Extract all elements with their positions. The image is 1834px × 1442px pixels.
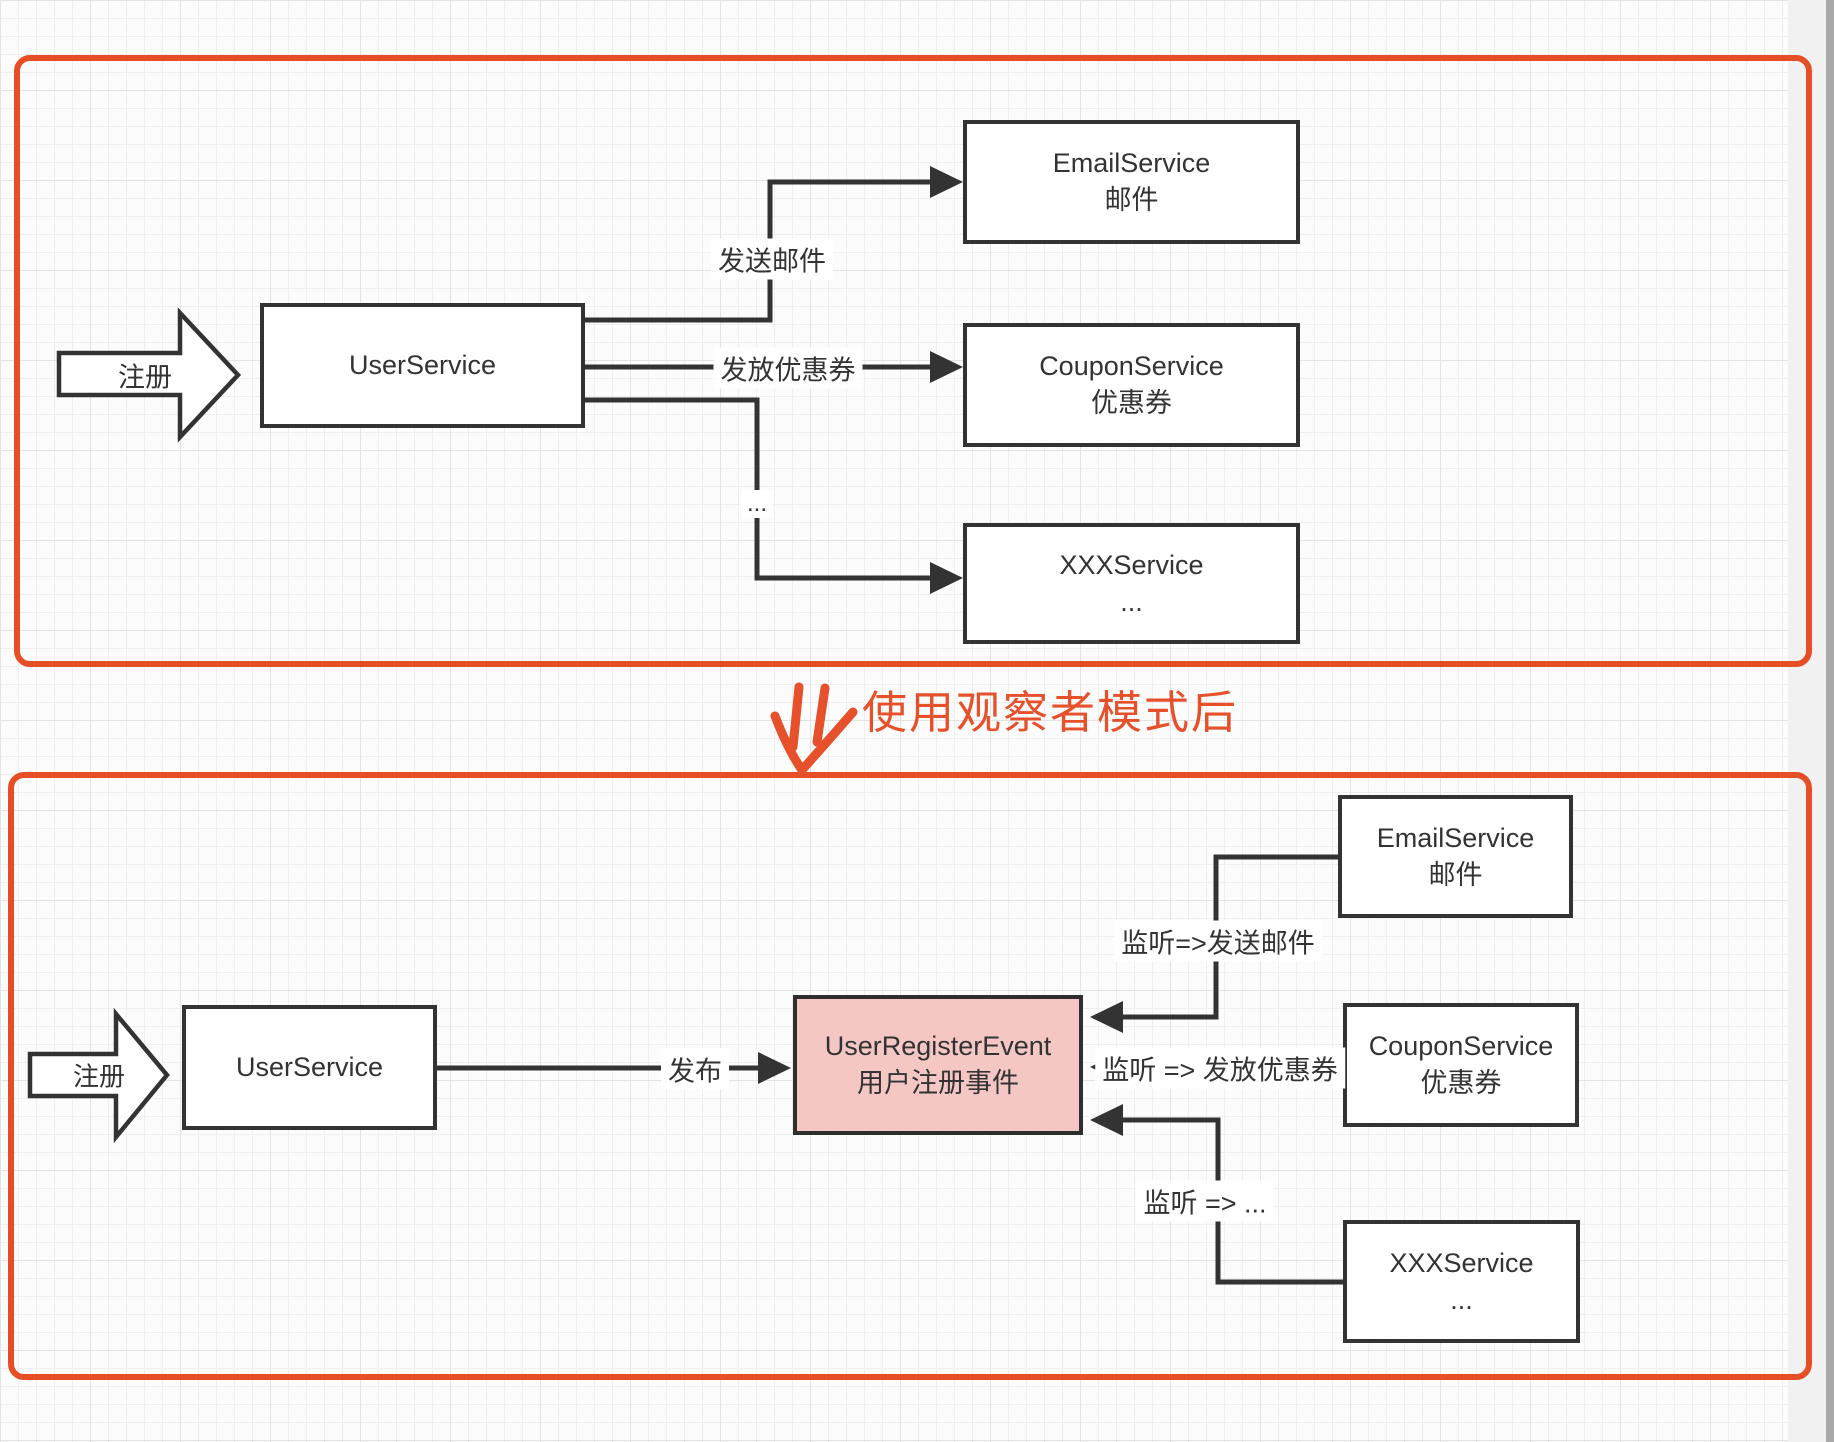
register-block-arrow-bottom[interactable] bbox=[27, 1007, 170, 1144]
arrowhead-publish bbox=[758, 1052, 791, 1084]
arrowhead-xxx-top bbox=[930, 562, 963, 594]
edge-user-to-xxx bbox=[585, 397, 932, 581]
edge-label-listen-coupon: 监听 => 发放优惠券 bbox=[1095, 1047, 1345, 1089]
coupon-service-name-bottom: CouponService bbox=[1368, 1031, 1554, 1061]
arrowhead-coupon-top bbox=[930, 351, 963, 383]
email-service-subtitle-top: 邮件 bbox=[1104, 185, 1159, 215]
coupon-service-subtitle-top: 优惠券 bbox=[1091, 388, 1172, 418]
after-observer-panel bbox=[8, 772, 1812, 1380]
edge-label-publish: 发布 bbox=[661, 1048, 729, 1090]
coupon-service-name-top: CouponService bbox=[1039, 351, 1224, 381]
edge-label-listen-more: 监听 => ... bbox=[1136, 1180, 1274, 1222]
xxx-service-subtitle-top: ... bbox=[1120, 586, 1143, 617]
xxx-service-name-bottom: XXXService bbox=[1389, 1247, 1534, 1278]
email-service-node-top[interactable]: EmailService 邮件 bbox=[963, 120, 1300, 244]
register-block-arrow-top[interactable] bbox=[56, 307, 242, 443]
xxx-service-name-top: XXXService bbox=[1059, 549, 1204, 580]
arrowhead-listen-xxx bbox=[1090, 1104, 1123, 1136]
email-service-subtitle-bottom: 邮件 bbox=[1428, 859, 1483, 890]
coupon-service-node-bottom[interactable]: CouponService 优惠券 bbox=[1343, 1003, 1579, 1127]
email-service-name-bottom: EmailService bbox=[1376, 822, 1535, 853]
user-service-node-top[interactable]: UserService bbox=[260, 303, 585, 428]
email-service-name-top: EmailService bbox=[1052, 148, 1211, 178]
xxx-service-subtitle-bottom: ... bbox=[1450, 1284, 1473, 1315]
user-service-label-top: UserService bbox=[348, 350, 497, 380]
register-arrow-label-top: 注册 bbox=[118, 362, 172, 393]
user-register-event-subtitle: 用户注册事件 bbox=[857, 1068, 1019, 1098]
user-register-event-name: UserRegisterEvent bbox=[824, 1031, 1052, 1061]
divider-caption: 使用观察者模式后 bbox=[862, 687, 1239, 738]
coupon-service-subtitle-bottom: 优惠券 bbox=[1420, 1068, 1502, 1098]
email-service-node-bottom[interactable]: EmailService 邮件 bbox=[1338, 795, 1573, 918]
user-service-label-bottom: UserService bbox=[235, 1052, 384, 1082]
edge-label-more-top: ... bbox=[740, 490, 774, 518]
user-register-event-node[interactable]: UserRegisterEvent 用户注册事件 bbox=[793, 995, 1083, 1135]
arrowhead-listen-email bbox=[1090, 1001, 1123, 1033]
vertical-scrollbar-thumb[interactable] bbox=[1826, 0, 1834, 1442]
user-service-node-bottom[interactable]: UserService bbox=[182, 1005, 437, 1130]
xxx-service-node-top[interactable]: XXXService ... bbox=[963, 523, 1300, 644]
xxx-service-node-bottom[interactable]: XXXService ... bbox=[1343, 1220, 1580, 1343]
register-arrow-label-bottom: 注册 bbox=[72, 1061, 126, 1092]
edge-label-listen-email: 监听=>发送邮件 bbox=[1114, 920, 1322, 962]
edge-label-issue-coupon: 发放优惠券 bbox=[713, 347, 863, 389]
arrowhead-email-top bbox=[930, 166, 963, 198]
divider-down-arrow-icon bbox=[770, 682, 858, 775]
edge-label-send-email: 发送邮件 bbox=[711, 238, 833, 280]
coupon-service-node-top[interactable]: CouponService 优惠券 bbox=[963, 323, 1300, 447]
before-observer-panel bbox=[14, 55, 1812, 667]
